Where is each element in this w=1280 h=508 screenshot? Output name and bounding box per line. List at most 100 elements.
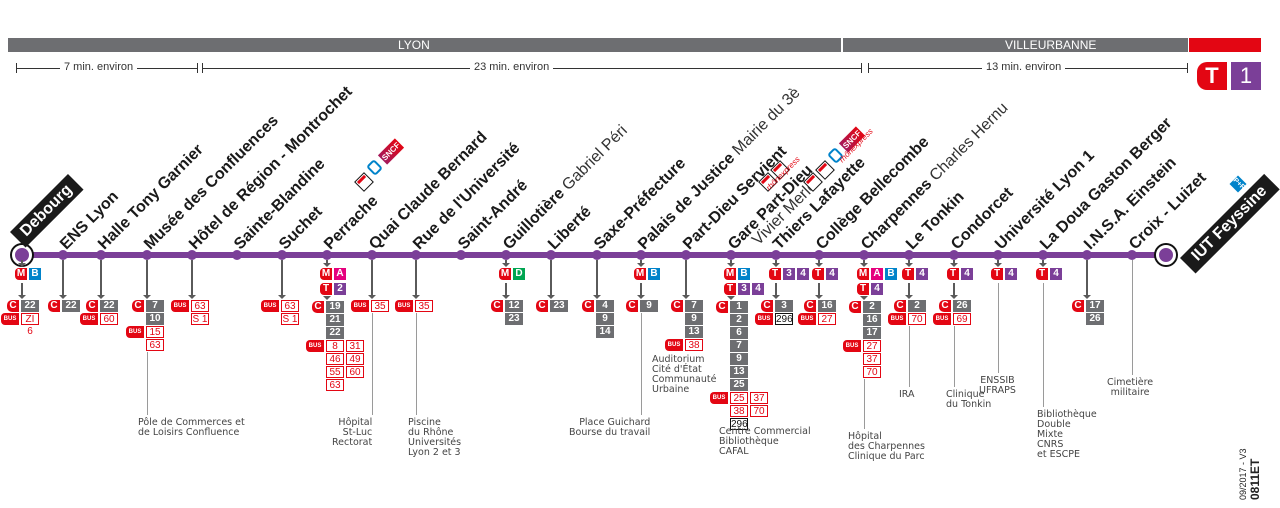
chrono-line-2[interactable]: 2	[863, 301, 881, 313]
chrono-line-6[interactable]: 6	[730, 327, 748, 339]
metro-line-B[interactable]: B	[29, 268, 41, 280]
tram-line-4[interactable]: 4	[916, 268, 928, 280]
bus-line-296[interactable]: 296	[730, 418, 748, 430]
chrono-line-7[interactable]: 7	[730, 340, 748, 352]
stop-marker[interactable]	[277, 250, 287, 260]
tram-line-2[interactable]: 2	[334, 283, 346, 295]
bus-line-63[interactable]: 63	[281, 300, 299, 312]
tram-line-4[interactable]: 4	[961, 268, 973, 280]
stop-marker[interactable]	[187, 250, 197, 260]
tram-line-4[interactable]: 4	[871, 283, 883, 295]
bus-line-31[interactable]: 31	[346, 340, 364, 352]
tram-line-4[interactable]: 4	[826, 268, 838, 280]
stop-marker[interactable]	[96, 250, 106, 260]
chrono-line-9[interactable]: 9	[596, 313, 614, 325]
tram-line-3[interactable]: 3	[738, 283, 750, 295]
stop-marker[interactable]	[142, 250, 152, 260]
metro-line-B[interactable]: B	[738, 268, 750, 280]
tram-line-4[interactable]: 4	[1050, 268, 1062, 280]
chrono-line-17[interactable]: 17	[863, 327, 881, 339]
stop-marker[interactable]	[1082, 250, 1092, 260]
chrono-line-2[interactable]: 2	[730, 314, 748, 326]
stop-marker[interactable]	[456, 250, 466, 260]
tram-line-4[interactable]: 4	[752, 283, 764, 295]
chrono-line-13[interactable]: 13	[685, 326, 703, 338]
chrono-line-23[interactable]: 23	[550, 300, 568, 312]
tram-line-3[interactable]: 3	[783, 268, 795, 280]
chrono-line-4[interactable]: 4	[596, 300, 614, 312]
chrono-line-7[interactable]: 7	[685, 300, 703, 312]
metro-line-A[interactable]: A	[334, 268, 346, 280]
chrono-line-2[interactable]: 2	[908, 300, 926, 312]
tram-line-4[interactable]: 4	[1005, 268, 1017, 280]
stop-marker[interactable]	[322, 250, 332, 260]
chrono-line-22[interactable]: 22	[21, 300, 39, 312]
chrono-line-9[interactable]: 9	[640, 300, 658, 312]
bus-line-60[interactable]: 60	[346, 366, 364, 378]
bus-line-38[interactable]: 38	[730, 405, 748, 417]
stop-marker[interactable]	[592, 250, 602, 260]
metro-line-A[interactable]: A	[871, 268, 883, 280]
bus-line-63[interactable]: 63	[191, 300, 209, 312]
bus-line-69[interactable]: 69	[953, 313, 971, 325]
bus-line-27[interactable]: 27	[818, 313, 836, 325]
chrono-line-1[interactable]: 1	[730, 301, 748, 313]
chrono-line-17[interactable]: 17	[1086, 300, 1104, 312]
bus-line-296[interactable]: 296	[775, 313, 793, 325]
bus-line-38[interactable]: 38	[685, 339, 703, 351]
bus-line-63[interactable]: 63	[326, 379, 344, 391]
stop-marker[interactable]	[859, 250, 869, 260]
bus-line-15[interactable]: 15	[146, 326, 164, 338]
stop-marker[interactable]	[1038, 250, 1048, 260]
chrono-line-22[interactable]: 22	[100, 300, 118, 312]
bus-line-63[interactable]: 63	[146, 339, 164, 351]
stop-marker[interactable]	[411, 250, 421, 260]
bus-line-70[interactable]: 70	[863, 366, 881, 378]
chrono-line-16[interactable]: 16	[818, 300, 836, 312]
chrono-line-14[interactable]: 14	[596, 326, 614, 338]
chrono-line-9[interactable]: 9	[730, 353, 748, 365]
bus-line-35[interactable]: 35	[415, 300, 433, 312]
stop-marker[interactable]	[993, 250, 1003, 260]
stop-marker[interactable]	[681, 250, 691, 260]
metro-line-B[interactable]: B	[885, 268, 897, 280]
stop-marker[interactable]	[367, 250, 377, 260]
bus-line-60[interactable]: 60	[100, 313, 118, 325]
chrono-line-16[interactable]: 16	[863, 314, 881, 326]
chrono-line-26[interactable]: 26	[1086, 313, 1104, 325]
chrono-line-22[interactable]: 22	[62, 300, 80, 312]
chrono-line-9[interactable]: 9	[685, 313, 703, 325]
chrono-line-12[interactable]: 12	[505, 300, 523, 312]
bus-line-S1[interactable]: S 1	[281, 313, 299, 325]
chrono-line-7[interactable]: 7	[146, 300, 164, 312]
chrono-line-22[interactable]: 22	[326, 327, 344, 339]
stop-marker[interactable]	[58, 250, 68, 260]
bus-line-37[interactable]: 37	[863, 353, 881, 365]
chrono-line-21[interactable]: 21	[326, 314, 344, 326]
bus-line-55[interactable]: 55	[326, 366, 344, 378]
stop-marker[interactable]	[636, 250, 646, 260]
chrono-line-26[interactable]: 26	[953, 300, 971, 312]
stop-marker[interactable]	[232, 250, 242, 260]
stop-marker[interactable]	[1127, 250, 1137, 260]
stop-marker[interactable]	[771, 250, 781, 260]
chrono-line-10[interactable]: 10	[146, 313, 164, 325]
bus-line-ZI6[interactable]: ZI 6	[21, 313, 39, 337]
stop-marker[interactable]	[814, 250, 824, 260]
metro-line-D[interactable]: D	[513, 268, 525, 280]
bus-line-70[interactable]: 70	[750, 405, 768, 417]
stop-marker[interactable]	[726, 250, 736, 260]
bus-line-25[interactable]: 25	[730, 392, 748, 404]
bus-line-46[interactable]: 46	[326, 353, 344, 365]
chrono-line-3[interactable]: 3	[775, 300, 793, 312]
chrono-line-19[interactable]: 19	[326, 301, 344, 313]
stop-marker[interactable]	[904, 250, 914, 260]
bus-line-49[interactable]: 49	[346, 353, 364, 365]
tram-line-4[interactable]: 4	[797, 268, 809, 280]
terminus-marker[interactable]	[1156, 245, 1176, 265]
bus-line-8[interactable]: 8	[326, 340, 344, 352]
metro-line-B[interactable]: B	[648, 268, 660, 280]
bus-line-S1[interactable]: S 1	[191, 313, 209, 325]
bus-line-37[interactable]: 37	[750, 392, 768, 404]
stop-marker[interactable]	[501, 250, 511, 260]
